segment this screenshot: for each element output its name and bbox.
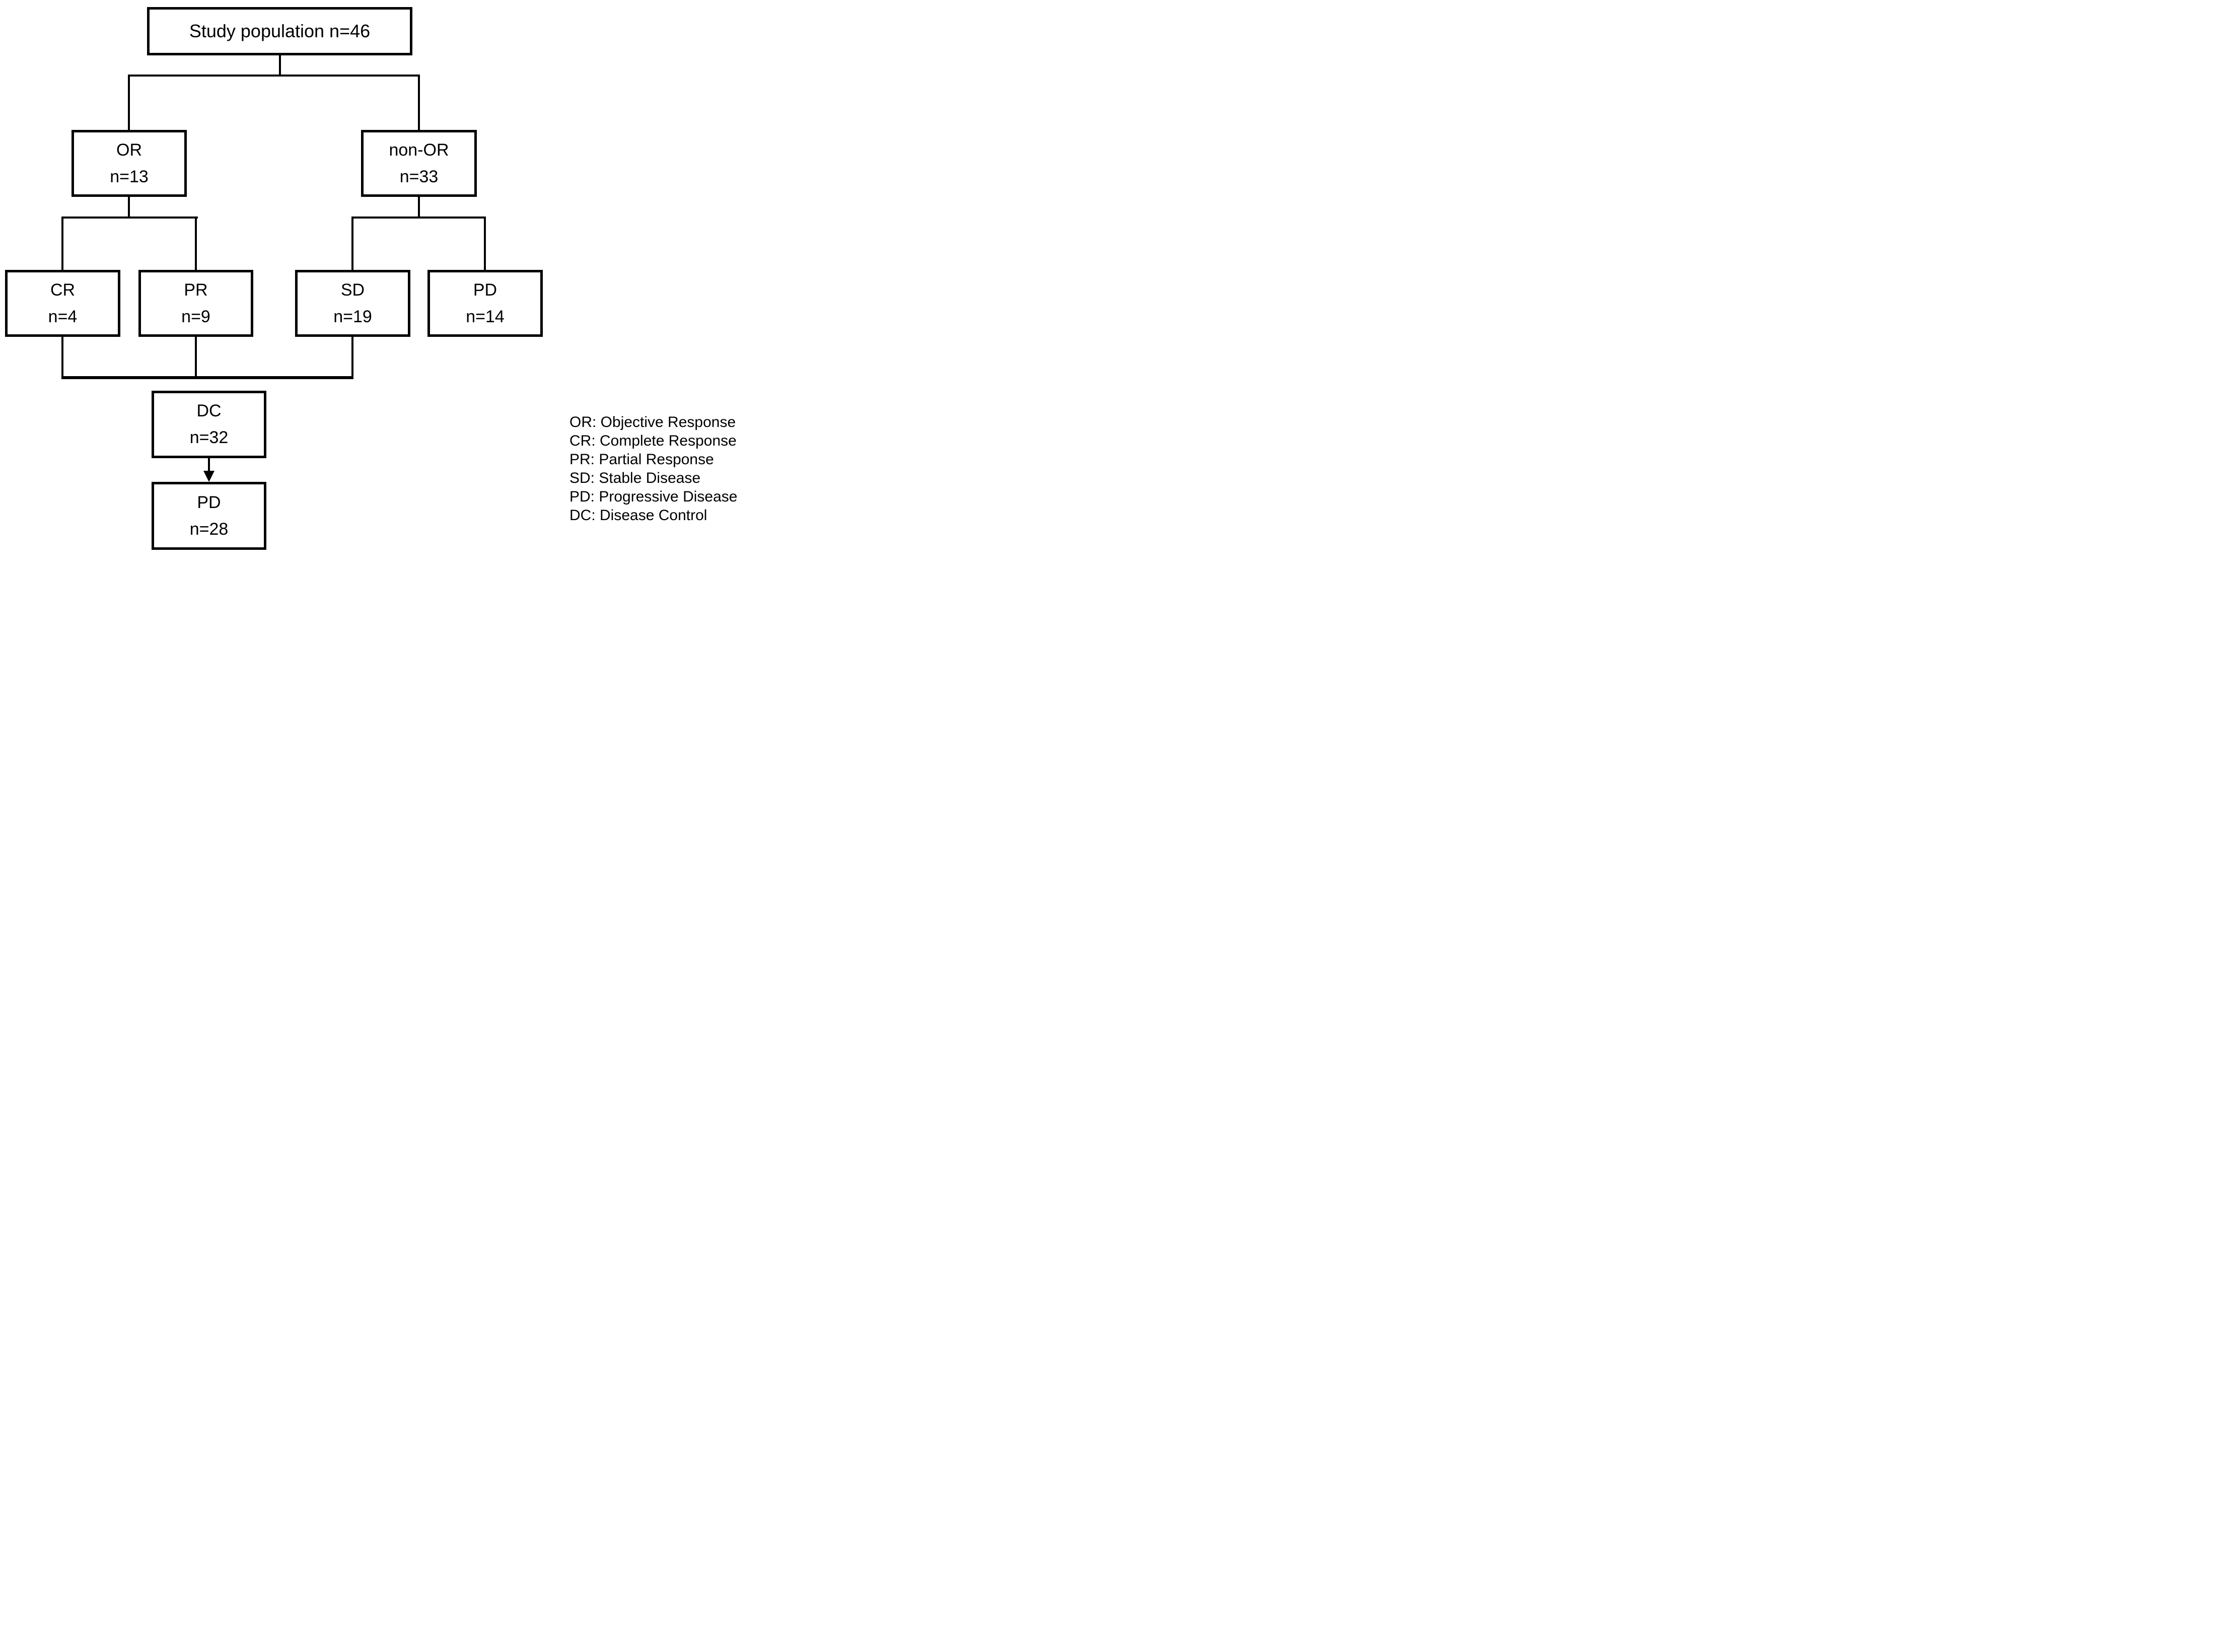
connector-or-branch [61,217,198,219]
arrow-dc-to-pd-shaft [208,458,210,472]
legend-item-or: OR: Objective Response [569,414,736,430]
node-or-count: n=13 [110,167,149,186]
node-cr-label: CR [50,280,76,300]
node-pd-final: PD n=28 [152,482,266,550]
legend-item-sd: SD: Stable Disease [569,470,701,486]
node-pr-label: PR [184,280,208,300]
arrow-dc-to-pd-head-icon [203,471,214,482]
connector-sd-down [351,337,353,379]
node-dc: DC n=32 [152,391,266,458]
node-pr-count: n=9 [181,307,210,326]
legend-item-cr: CR: Complete Response [569,433,737,449]
connector-to-sd [351,217,353,270]
connector-to-pr [195,217,197,270]
connector-or-down [128,197,130,219]
node-or-label: OR [116,140,142,160]
connector-top-branch [128,75,420,77]
node-sd-label: SD [340,280,365,300]
node-non-or-label: non-OR [389,140,449,160]
node-sd: SD n=19 [295,270,410,337]
legend-item-pd: PD: Progressive Disease [569,488,738,505]
node-cr-count: n=4 [48,307,78,326]
node-sd-count: n=19 [333,307,372,326]
connector-non-or-branch [351,217,486,219]
connector-study-down [279,55,281,77]
connector-to-non-or [418,75,420,130]
node-study-population: Study population n=46 [147,7,412,55]
legend-item-dc: DC: Disease Control [569,507,707,524]
legend: OR: Objective Response CR: Complete Resp… [569,413,737,525]
connector-to-or [128,75,130,130]
legend-item-pr: PR: Partial Response [569,451,714,468]
node-dc-count: n=32 [189,428,229,447]
connector-to-cr [61,217,63,270]
connector-convergence-bar [61,376,353,379]
node-pr: PR n=9 [138,270,253,337]
node-pd-count: n=14 [466,307,505,326]
node-pd-final-count: n=28 [189,519,229,539]
connector-to-pd [484,217,486,270]
node-study-label: Study population n=46 [189,21,371,42]
node-non-or: non-OR n=33 [361,130,477,197]
node-pd-label: PD [473,280,497,300]
node-pd: PD n=14 [427,270,543,337]
node-non-or-count: n=33 [399,167,439,186]
node-or: OR n=13 [71,130,187,197]
connector-non-or-down [418,197,420,219]
connector-cr-down [61,337,63,379]
flowchart-figure: Study population n=46 OR n=13 non-OR n=3… [0,0,740,551]
node-cr: CR n=4 [5,270,120,337]
node-pd-final-label: PD [197,492,221,512]
connector-pr-down [195,337,197,379]
node-dc-label: DC [196,401,222,421]
